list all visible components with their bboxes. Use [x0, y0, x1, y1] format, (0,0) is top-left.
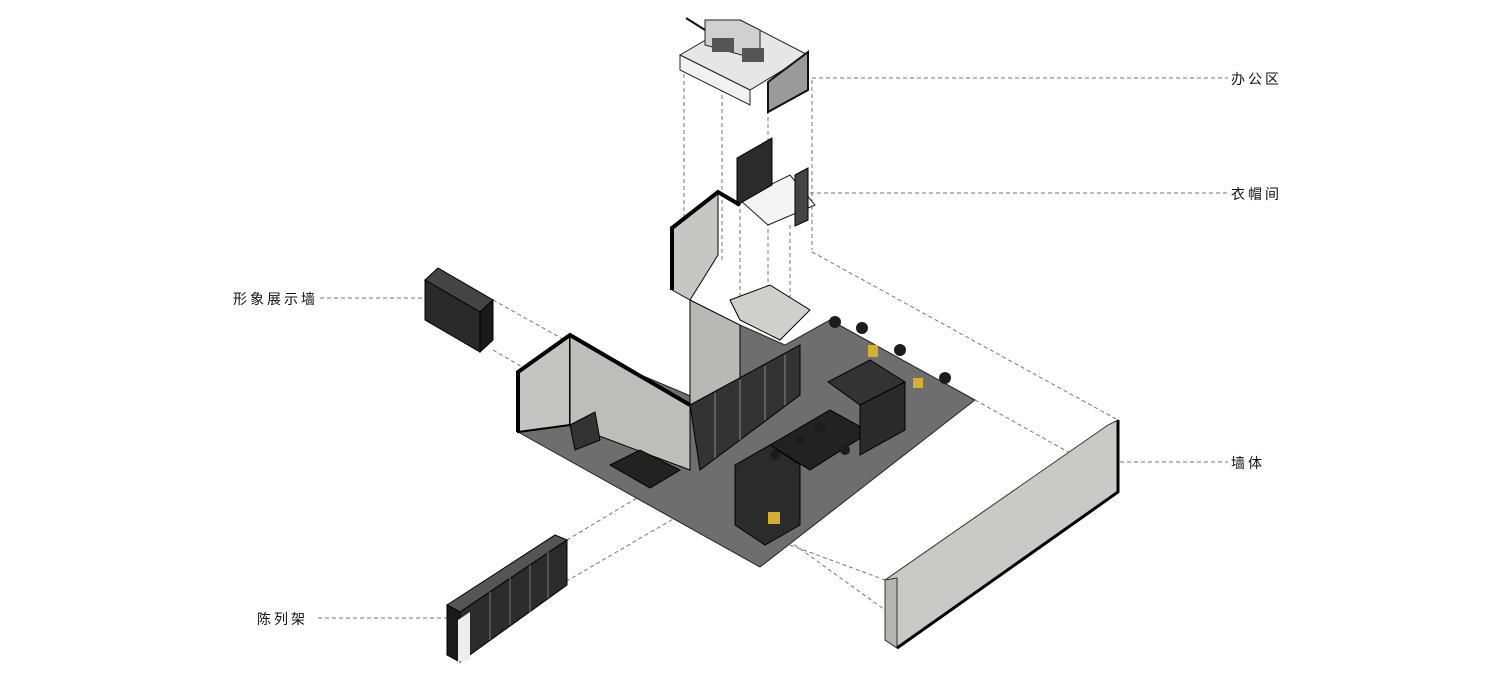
decor-item [768, 512, 780, 524]
display-shelf-module [446, 534, 569, 663]
image-display-wall [424, 267, 494, 354]
label-wall: 墙体 [1231, 456, 1265, 472]
concrete-wall-module [884, 419, 1120, 650]
label-office: 办公区 [1231, 72, 1282, 88]
label-image-wall: 形象展示墙 [233, 292, 318, 308]
main-floor-plan [516, 189, 976, 568]
cloakroom-module [736, 137, 816, 227]
label-cloakroom: 衣帽间 [1231, 187, 1282, 203]
office-module [678, 17, 810, 114]
label-display-shelf: 陈列架 [257, 612, 308, 628]
